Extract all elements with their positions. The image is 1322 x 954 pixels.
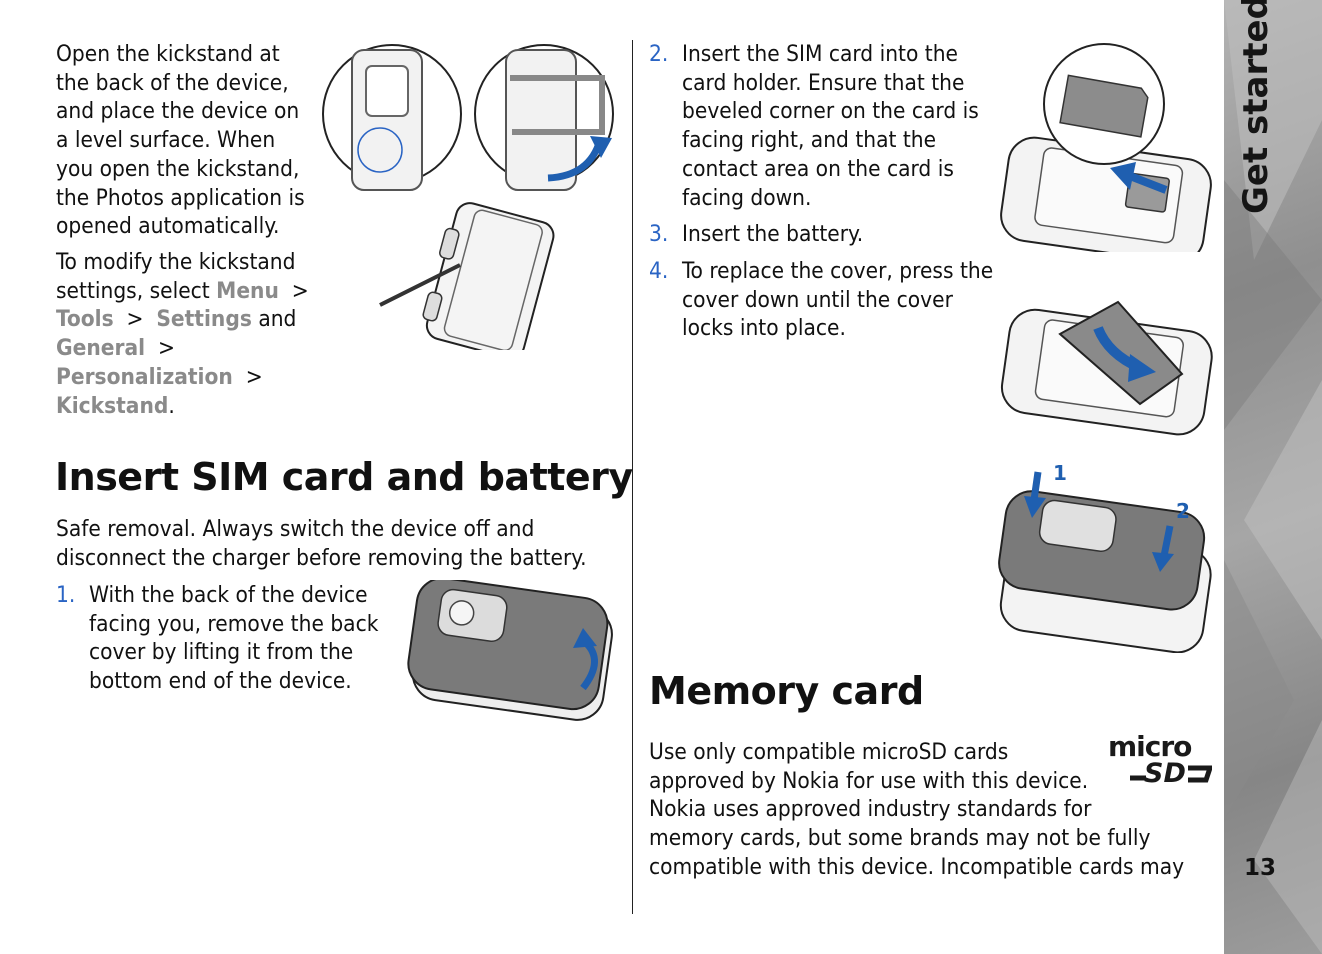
memory-card-paragraph: memory cards, but some brands may not be… bbox=[649, 825, 1185, 880]
step-text: Insert the SIM card into the card holder… bbox=[682, 41, 979, 211]
memory-card-heading: Memory card bbox=[649, 669, 924, 713]
kickstand-settings-paragraph: To modify the kickstand settings, select… bbox=[56, 249, 309, 419]
kickstand-paragraph: Open the kickstand at the back of the de… bbox=[56, 41, 305, 240]
general-link: General bbox=[56, 335, 146, 362]
tools-link: Tools bbox=[56, 306, 114, 333]
section-title: Get started bbox=[1236, 0, 1276, 214]
kickstand-link: Kickstand bbox=[56, 392, 169, 419]
step-number: 4. bbox=[649, 258, 669, 284]
step-2: 2. Insert the SIM card into the card hol… bbox=[649, 40, 994, 212]
step-3: 3. Insert the battery. bbox=[649, 220, 994, 249]
svg-text:micro: micro bbox=[1108, 732, 1192, 763]
step-number: 2. bbox=[649, 41, 669, 67]
step-text: With the back of the device facing you, … bbox=[89, 582, 379, 695]
step-text: Insert the battery. bbox=[682, 221, 864, 247]
page-number: 13 bbox=[1244, 855, 1277, 881]
replace-cover-illustration: 1 2 bbox=[998, 461, 1212, 653]
sim-card-illustration bbox=[1000, 43, 1212, 252]
arrow-label-2: 2 bbox=[1176, 499, 1190, 523]
safe-removal-note: Safe removal. Always switch the device o… bbox=[56, 516, 587, 571]
microsd-logo: micro SD bbox=[1108, 732, 1212, 784]
remove-cover-illustration bbox=[407, 580, 613, 721]
step-text: To replace the cover, press the cover do… bbox=[682, 258, 994, 342]
memory-card-paragraph-wrapped: Use only compatible microSD cards approv… bbox=[649, 739, 1092, 823]
sidebar-tab bbox=[1224, 0, 1322, 954]
battery-illustration bbox=[1000, 300, 1213, 436]
menu-link: Menu bbox=[216, 277, 279, 304]
sidebar-facets bbox=[1224, 0, 1322, 954]
step-number: 3. bbox=[649, 221, 669, 247]
arrow-label-1: 1 bbox=[1053, 461, 1067, 485]
sim-battery-heading: Insert SIM card and battery bbox=[55, 455, 633, 499]
svg-text:SD: SD bbox=[1144, 758, 1186, 784]
kickstand-illustration bbox=[322, 44, 614, 350]
personalization-link: Personalization bbox=[56, 363, 233, 390]
step-4: 4. To replace the cover, press the cover… bbox=[649, 257, 994, 343]
step-number: 1. bbox=[56, 582, 76, 608]
column-divider bbox=[632, 40, 633, 914]
settings-link: Settings bbox=[156, 306, 252, 333]
step-1: 1. With the back of the device facing yo… bbox=[56, 581, 386, 696]
